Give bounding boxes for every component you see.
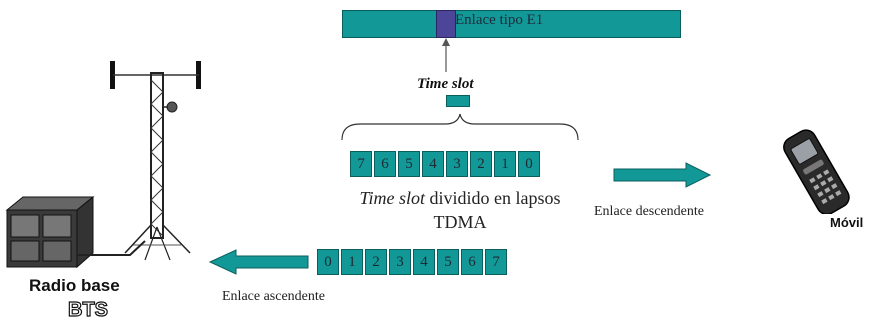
mobile-label: Móvil bbox=[830, 215, 864, 230]
e1-link-bar bbox=[342, 10, 681, 38]
e1-link-label: Enlace tipo E1 bbox=[455, 12, 544, 28]
slot-cell: 2 bbox=[470, 151, 492, 177]
description-italic: Time slot bbox=[359, 188, 425, 208]
uplink-slot-row: 0 1 2 3 4 5 6 7 bbox=[317, 249, 507, 275]
uplink-arrow-icon bbox=[208, 249, 309, 275]
slot-cell: 5 bbox=[398, 151, 420, 177]
slot-description: Time slot dividido en lapsos TDMA bbox=[330, 186, 590, 234]
slot-cell: 4 bbox=[413, 249, 435, 275]
time-slot-label: Time slot bbox=[417, 76, 474, 92]
e1-selected-slot bbox=[436, 10, 456, 38]
slot-cell: 3 bbox=[389, 249, 411, 275]
downlink-arrow-icon bbox=[613, 162, 712, 188]
base-station-tower-icon bbox=[5, 61, 201, 269]
up-arrow-icon bbox=[442, 38, 450, 72]
slot-cell: 6 bbox=[461, 249, 483, 275]
description-rest: dividido en lapsos bbox=[425, 188, 561, 208]
slot-cell: 4 bbox=[422, 151, 444, 177]
mobile-phone-icon bbox=[783, 129, 850, 214]
uplink-label: Enlace ascendente bbox=[222, 289, 325, 304]
slot-cell: 7 bbox=[485, 249, 507, 275]
time-slot-box bbox=[446, 95, 470, 107]
slot-cell: 3 bbox=[446, 151, 468, 177]
slot-cell: 1 bbox=[494, 151, 516, 177]
slot-cell: 1 bbox=[341, 249, 363, 275]
downlink-slot-row: 7 6 5 4 3 2 1 0 bbox=[350, 151, 540, 177]
slot-cell: 7 bbox=[350, 151, 372, 177]
slot-cell: 2 bbox=[365, 249, 387, 275]
downlink-label: Enlace descendente bbox=[594, 204, 704, 219]
base-station-label: Radio base bbox=[29, 276, 120, 295]
bts-label: BTS bbox=[67, 298, 108, 321]
slot-cell: 6 bbox=[374, 151, 396, 177]
description-line2: TDMA bbox=[433, 212, 487, 232]
slot-cell: 0 bbox=[518, 151, 540, 177]
slot-cell: 0 bbox=[317, 249, 339, 275]
slot-cell: 5 bbox=[437, 249, 459, 275]
brace-icon bbox=[341, 113, 579, 141]
